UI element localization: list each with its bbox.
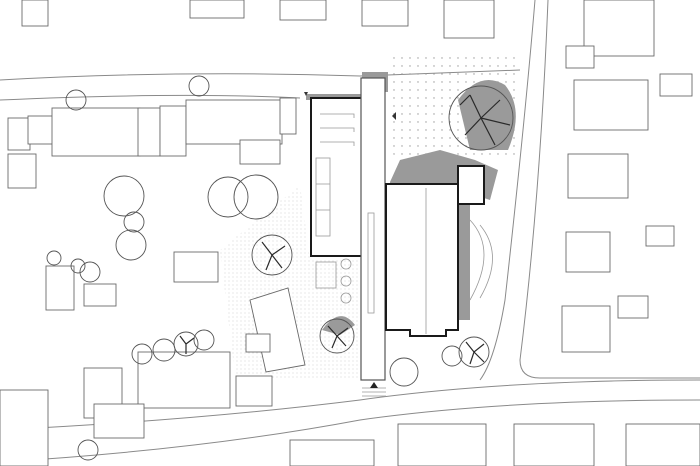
building-annex [457, 165, 485, 205]
walkway [360, 77, 386, 381]
trees [46, 75, 514, 461]
marker-arrow-icon [304, 92, 308, 96]
building-east [385, 183, 459, 337]
project-buildings [304, 77, 493, 397]
marker-arrow-icon [392, 112, 396, 120]
building-west [310, 97, 364, 257]
tree-branches-icon [179, 94, 511, 365]
entrance-arrow-icon [370, 382, 378, 388]
